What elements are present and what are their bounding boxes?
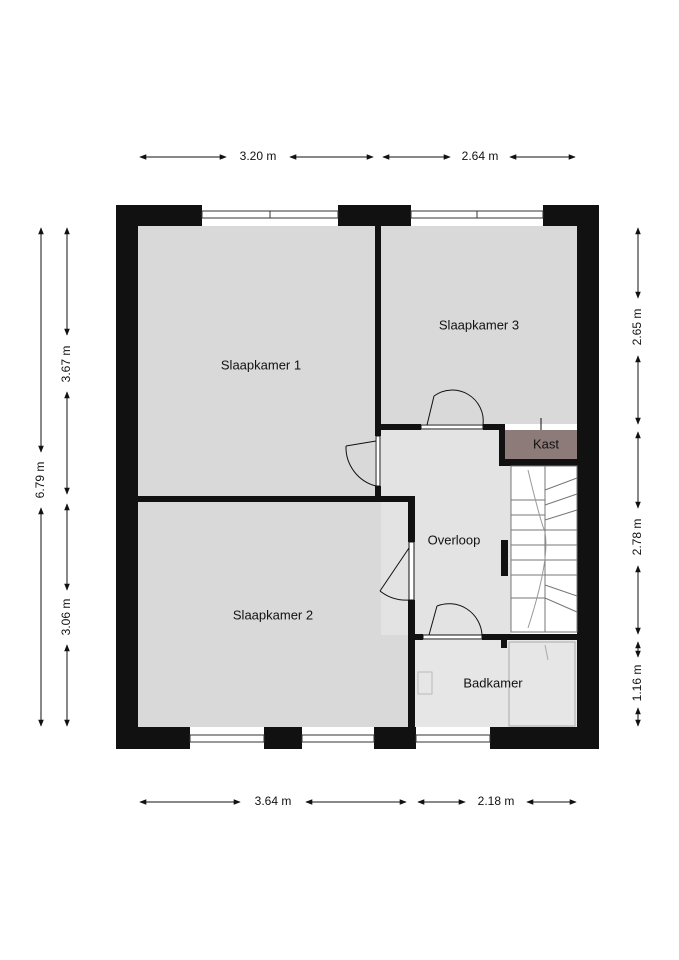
label-overloop: Overloop <box>428 532 481 547</box>
shower <box>508 641 576 727</box>
dim-right-lower: 1.16 m <box>630 665 644 702</box>
floor-slaapkamer-1 <box>138 226 375 496</box>
room-labels: Slaapkamer 1 Slaapkamer 3 Slaapkamer 2 O… <box>221 317 560 690</box>
dim-top-right: 2.64 m <box>462 149 499 163</box>
floor-slaapkamer-2 <box>138 502 408 727</box>
dimension-labels: 3.20 m 2.64 m 3.64 m 2.18 m 6.79 m 3.67 … <box>33 149 644 808</box>
doors <box>345 389 542 640</box>
label-slaapkamer-1: Slaapkamer 1 <box>221 357 301 372</box>
floor-badkamer <box>415 640 577 727</box>
staircase <box>510 465 578 633</box>
sink <box>417 671 433 695</box>
dimension-lines <box>38 154 641 805</box>
label-slaapkamer-3: Slaapkamer 3 <box>439 317 519 332</box>
dim-bottom-left: 3.64 m <box>255 794 292 808</box>
dim-left-total: 6.79 m <box>33 462 47 499</box>
label-kast: Kast <box>533 436 559 451</box>
dim-left-upper: 3.67 m <box>59 346 73 383</box>
floor-slaapkamer-3 <box>381 226 577 424</box>
label-slaapkamer-2: Slaapkamer 2 <box>233 607 313 622</box>
windows <box>189 210 544 743</box>
bathroom-fixtures <box>417 641 576 727</box>
window-bottom-3 <box>415 734 491 743</box>
dim-left-lower: 3.06 m <box>59 599 73 636</box>
floor-kast <box>505 430 577 459</box>
window-bottom-1 <box>189 734 265 743</box>
window-bottom-2 <box>301 734 375 743</box>
dim-right-middle: 2.78 m <box>630 519 644 556</box>
floors <box>138 226 577 727</box>
floor-stairs <box>511 466 577 632</box>
dim-right-upper: 2.65 m <box>630 309 644 346</box>
dim-bottom-right: 2.18 m <box>478 794 515 808</box>
label-badkamer: Badkamer <box>463 675 523 690</box>
floor-overloop-left <box>415 496 511 636</box>
dim-top-left: 3.20 m <box>240 149 277 163</box>
walls <box>116 205 599 749</box>
